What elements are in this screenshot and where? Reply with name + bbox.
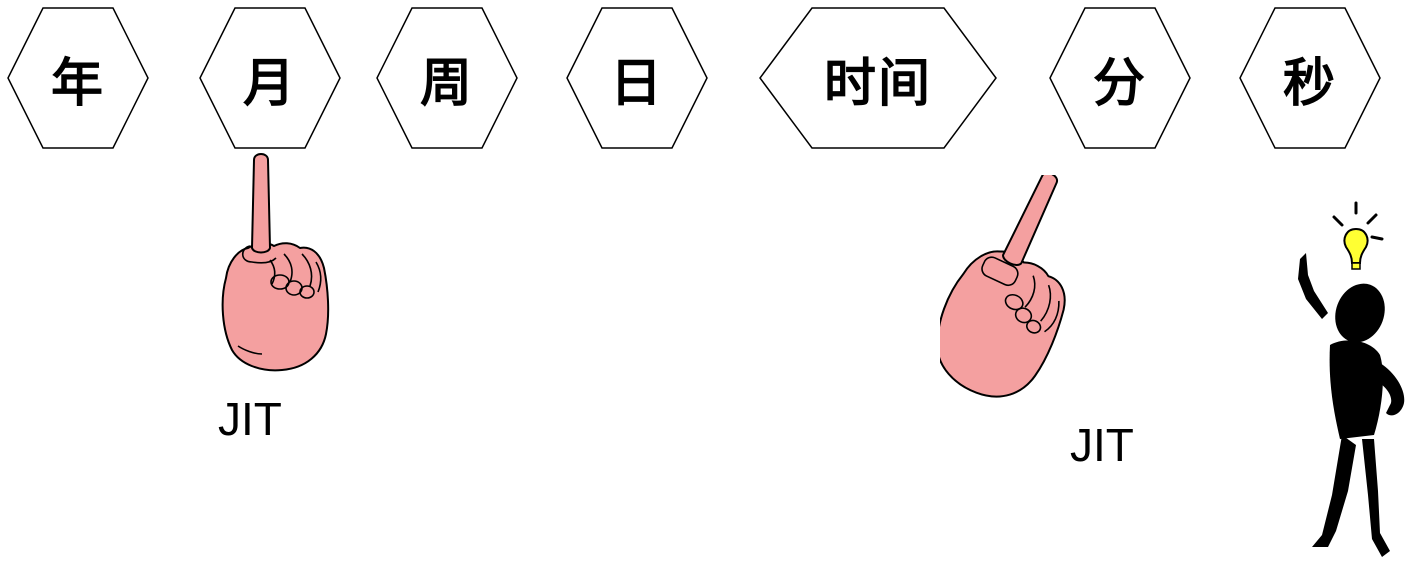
hexagon-shape (199, 7, 341, 149)
pointing-hand-icon (210, 150, 340, 380)
timeline-unit-week: 周 (376, 7, 518, 149)
timeline-unit-label: 秒 (1282, 53, 1337, 114)
timeline-unit-label: 时间 (823, 53, 932, 114)
idea-person-icon (1270, 195, 1410, 566)
timeline-unit-month: 月 (199, 7, 341, 149)
timeline-unit-second: 秒 (1239, 7, 1381, 149)
pointing-hand-icon (936, 172, 1110, 425)
hexagon-shape (7, 7, 149, 149)
jit-label: JIT (1070, 419, 1134, 471)
lightbulb-icon (1343, 227, 1369, 270)
timeline-unit-label: 分 (1092, 53, 1147, 114)
hexagon-shape (759, 7, 997, 149)
timeline-unit-minute: 分 (1049, 7, 1191, 149)
timeline-unit-label: 周 (419, 53, 474, 114)
timeline-unit-year: 年 (7, 7, 149, 149)
timeline-unit-label: 日 (609, 53, 664, 114)
hexagon-shape (566, 7, 708, 149)
jit-label: JIT (218, 393, 282, 445)
timeline-unit-label: 月 (242, 53, 297, 114)
timeline-unit-hour: 时间 (759, 7, 997, 149)
timeline-unit-day: 日 (566, 7, 708, 149)
hexagon-shape (1049, 7, 1191, 149)
hexagon-shape (1239, 7, 1381, 149)
hexagon-shape (376, 7, 518, 149)
timeline-unit-label: 年 (50, 53, 105, 114)
